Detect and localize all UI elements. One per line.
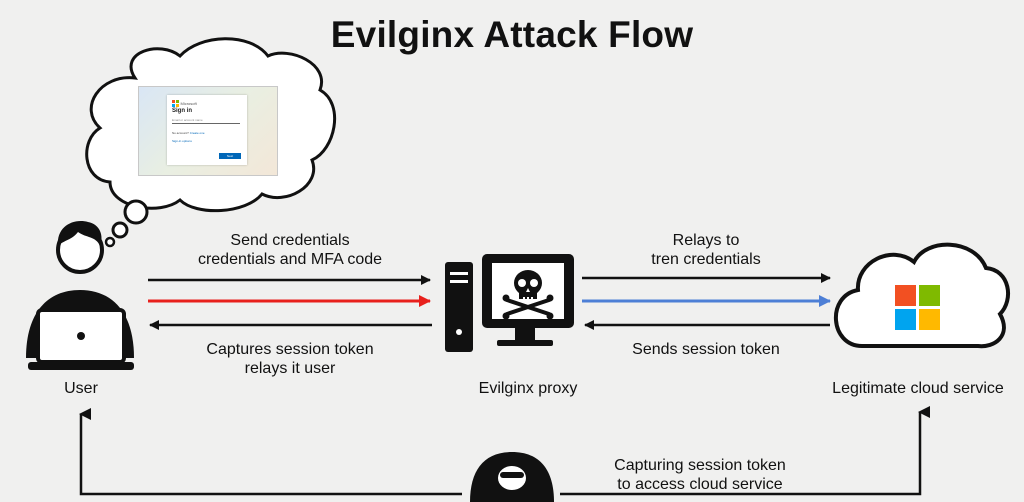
no-account-prefix: No account? <box>172 131 189 135</box>
email-field[interactable]: Email or account name <box>172 118 240 124</box>
label-sends-token: Sends session token <box>632 341 780 358</box>
skull-monitor-icon <box>445 254 574 352</box>
login-card: Microsoft Sign in Email or account name … <box>167 95 247 165</box>
arrow-loop-cloud <box>560 406 930 496</box>
create-account-link[interactable]: Create one <box>189 131 205 135</box>
sign-in-options-link[interactable]: Sign-in options <box>172 139 192 143</box>
microsoft-logo-icon <box>895 285 940 330</box>
brand-name: Microsoft <box>180 100 197 106</box>
label-relays: Relays to tren credentials <box>651 232 761 268</box>
brand-row: Microsoft <box>172 100 197 107</box>
next-button[interactable]: Next <box>219 153 241 159</box>
diagram-title: Evilginx Attack Flow <box>330 14 694 55</box>
label-capturing-token: Capturing session token to access cloud … <box>614 457 786 493</box>
label-send-credentials: Send credentials credentials and MFA cod… <box>197 232 383 268</box>
microsoft-logo-small-icon <box>172 100 179 107</box>
arrow-loop-user <box>79 408 462 496</box>
node-label-cloud: Legitimate cloud service <box>832 380 1004 397</box>
login-heading: Sign in <box>172 108 192 114</box>
node-label-user: User <box>64 380 98 397</box>
hooded-hacker-icon <box>470 452 554 502</box>
no-account-line: No account? Create one <box>172 131 205 135</box>
phishing-login-page: Microsoft Sign in Email or account name … <box>138 86 278 176</box>
node-label-proxy: Evilginx proxy <box>478 380 578 397</box>
user-laptop-icon <box>26 221 134 370</box>
label-captures-token: Captures session token relays it user <box>206 341 374 377</box>
